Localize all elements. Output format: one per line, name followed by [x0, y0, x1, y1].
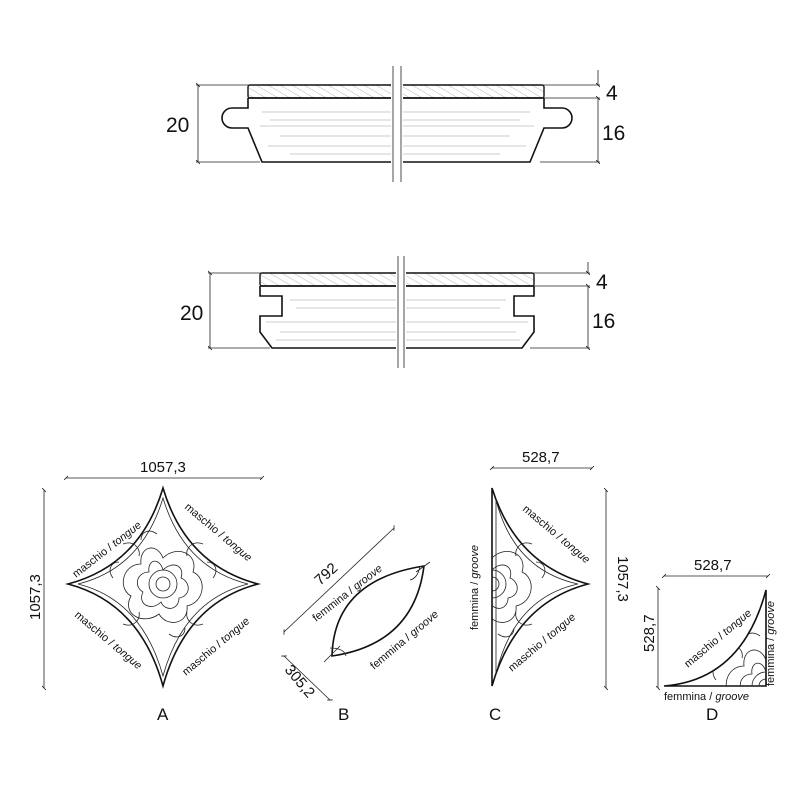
profile-bottom: 20 4 16	[180, 256, 615, 368]
piece-d-outline	[663, 589, 767, 687]
dim-bottom-total: 20	[180, 302, 203, 325]
piece-a-edge-3: maschio / tongue	[72, 609, 144, 672]
piece-a-edge-1: maschio / tongue	[70, 519, 143, 580]
dim-top-total: 20	[166, 114, 189, 137]
piece-c-width: 528,7	[522, 449, 560, 466]
piece-a-height: 1057,3	[27, 574, 44, 620]
piece-c-height: 1057,3	[614, 556, 631, 602]
piece-d-edge-3: femmina / groove	[664, 691, 749, 703]
dim-bottom-upper: 4	[596, 271, 608, 294]
piece-d-height: 528,7	[641, 614, 658, 652]
piece-b-width: 305,2	[281, 662, 318, 702]
piece-a-outline	[64, 485, 262, 689]
piece-d-letter: D	[706, 705, 718, 724]
piece-d: 528,7 528,7 maschio / tongue femmina / g…	[641, 557, 777, 724]
piece-d-edge-2: femmina / groove	[765, 601, 777, 686]
piece-a: 1057,3 1057,3 maschio / tongue maschio /…	[27, 459, 265, 724]
piece-c: 528,7 1057,3 femmina / groove maschio / …	[469, 449, 631, 724]
piece-c-letter: C	[489, 705, 501, 724]
piece-c-edge-1: femmina / groove	[469, 545, 481, 630]
profile-top: 20 4 16	[166, 66, 625, 182]
piece-d-width: 528,7	[694, 557, 732, 574]
piece-d-edge-1: maschio / tongue	[682, 607, 754, 670]
dim-top-lower: 16	[602, 122, 625, 145]
piece-c-outline	[491, 487, 592, 687]
dim-top-upper: 4	[606, 82, 618, 105]
piece-b-length: 792	[311, 560, 341, 589]
piece-a-edge-2: maschio / tongue	[182, 501, 254, 564]
piece-a-letter: A	[157, 705, 169, 724]
piece-c-edge-2: maschio / tongue	[520, 503, 592, 566]
piece-c-edge-3: maschio / tongue	[506, 611, 578, 674]
dim-bottom-lower: 16	[592, 310, 615, 333]
piece-b-letter: B	[338, 705, 349, 724]
piece-a-edge-4: maschio / tongue	[180, 615, 252, 678]
piece-b: 792 305,2 femmina / groove femmina / gro…	[281, 525, 441, 724]
piece-a-width: 1057,3	[140, 459, 186, 476]
